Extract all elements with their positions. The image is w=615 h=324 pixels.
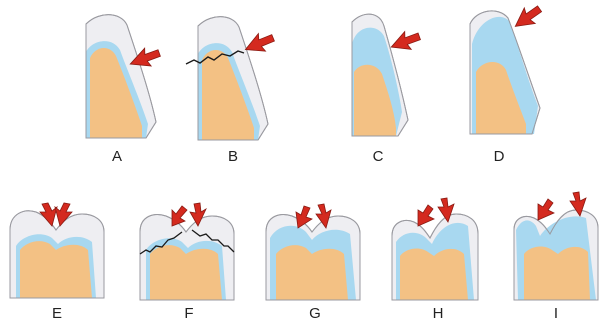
label-H: H <box>423 305 453 322</box>
tooth-B <box>186 17 277 140</box>
arrow-H-left <box>418 205 434 226</box>
label-C: C <box>363 148 393 165</box>
label-G: G <box>300 305 330 322</box>
label-A: A <box>102 148 132 165</box>
tooth-H <box>392 198 478 300</box>
tooth-A <box>86 15 162 138</box>
label-F: F <box>174 305 204 322</box>
arrow-C <box>388 27 423 55</box>
tooth-F <box>140 203 234 300</box>
tooth-E <box>10 203 104 298</box>
tooth-G <box>266 204 360 300</box>
tooth-D <box>470 1 545 134</box>
arrow-F-left <box>172 206 187 226</box>
tooth-C <box>352 14 423 136</box>
arrow-D <box>510 1 545 34</box>
tooth-I <box>514 192 598 300</box>
label-D: D <box>484 148 514 165</box>
label-B: B <box>218 148 248 165</box>
label-E: E <box>42 305 72 322</box>
arrow-I-left <box>538 199 554 220</box>
label-I: I <box>541 305 571 322</box>
